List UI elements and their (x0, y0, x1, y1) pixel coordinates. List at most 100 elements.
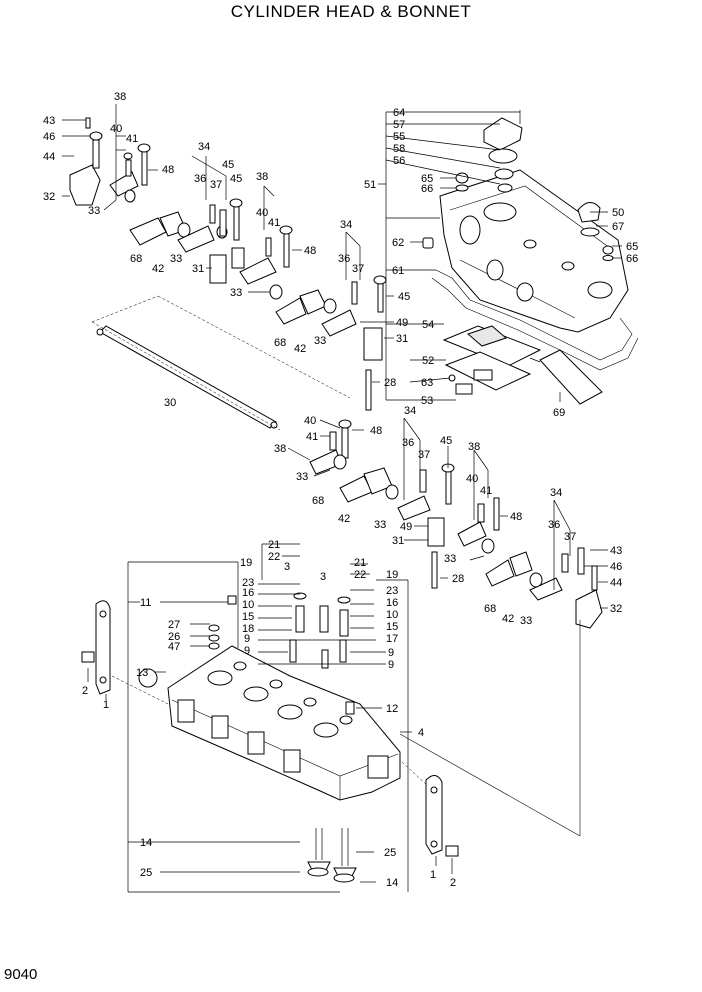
callout-48b: 48 (304, 245, 316, 257)
callout-68b: 68 (274, 337, 286, 349)
callout-68d: 68 (484, 603, 496, 615)
callout-41d: 41 (480, 485, 492, 497)
callout-34a: 34 (198, 141, 210, 153)
callout-34d: 34 (550, 487, 562, 499)
callout-36a: 36 (194, 173, 206, 185)
callout-42b: 42 (294, 343, 306, 355)
callout-49a: 49 (396, 317, 408, 329)
callout-9c: 9 (388, 647, 394, 659)
callout-22b: 22 (354, 569, 366, 581)
callout-65: 65 (421, 173, 433, 185)
callout-38b: 38 (256, 171, 268, 183)
callout-67: 67 (612, 221, 624, 233)
callout-3b: 3 (320, 571, 326, 583)
callout-21b: 21 (354, 557, 366, 569)
callout-11a: 11 (140, 597, 151, 609)
callout-62: 62 (392, 237, 404, 249)
callout-34b: 34 (340, 219, 352, 231)
callout-34c: 34 (404, 405, 416, 417)
callout-43b: 43 (610, 545, 622, 557)
callout-33c: 33 (230, 287, 242, 299)
page-number: 9040 (4, 966, 38, 983)
callout-33f: 33 (374, 519, 386, 531)
callout-42c: 42 (338, 513, 350, 525)
callout-1a: 1 (103, 699, 109, 711)
callout-64: 64 (393, 107, 405, 119)
callout-33d: 33 (314, 335, 326, 347)
callout-13: 13 (136, 667, 148, 679)
callout-36b: 36 (338, 253, 350, 265)
callout-65b: 65 (626, 241, 638, 253)
callout-14b: 14 (386, 877, 398, 889)
callout-40b: 40 (256, 207, 268, 219)
callout-10b: 10 (386, 609, 398, 621)
callout-16b: 16 (386, 597, 398, 609)
callout-23b: 23 (386, 585, 398, 597)
callout-46a: 46 (43, 131, 55, 143)
callout-45a: 45 (222, 159, 234, 171)
callout-52: 52 (422, 355, 434, 367)
callout-45b: 45 (230, 173, 242, 185)
callout-48a: 48 (162, 164, 174, 176)
rocker-group-upper (69, 117, 387, 411)
callout-36d: 36 (548, 519, 560, 531)
callout-37c: 37 (418, 449, 430, 461)
callout-31a: 31 (192, 263, 204, 275)
callout-23a: 23 (242, 577, 254, 589)
callout-18a: 18 (242, 623, 254, 635)
callout-58: 58 (393, 143, 405, 155)
callout-69: 69 (553, 407, 565, 419)
callout-10a: 10 (242, 599, 254, 611)
callout-38a: 38 (114, 91, 126, 103)
callout-19b: 19 (386, 569, 398, 581)
callout-33b: 33 (170, 253, 182, 265)
callout-50: 50 (612, 207, 624, 219)
callout-47: 47 (168, 641, 180, 653)
callout-37b: 37 (352, 263, 364, 275)
callout-27: 27 (168, 619, 180, 631)
callout-28b: 28 (452, 573, 464, 585)
callout-66: 66 (421, 183, 433, 195)
callout-38d: 38 (468, 441, 480, 453)
rocker-group-middle (309, 419, 603, 629)
callout-42d: 42 (502, 613, 514, 625)
callout-49b: 49 (400, 521, 412, 533)
bonnet-assembly (422, 110, 639, 405)
callout-1b: 1 (430, 869, 436, 881)
callout-41c: 41 (306, 431, 318, 443)
callout-33a: 33 (88, 205, 100, 217)
callout-40a: 40 (110, 123, 122, 135)
callout-32b: 32 (610, 603, 622, 615)
lifting-brackets (81, 600, 581, 857)
callout-14a: 14 (140, 837, 152, 849)
callout-4: 4 (418, 727, 424, 739)
callout-22a: 22 (268, 551, 280, 563)
callout-2a: 2 (82, 685, 88, 697)
callout-51: 51 (364, 179, 376, 191)
cylinder-head (138, 592, 401, 883)
callout-28a: 28 (384, 377, 396, 389)
callout-68a: 68 (130, 253, 142, 265)
callout-40c: 40 (304, 415, 316, 427)
callout-33h: 33 (520, 615, 532, 627)
callout-12: 12 (386, 703, 398, 715)
callout-labels: 64 57 55 58 56 51 65 66 62 61 54 52 63 5… (43, 91, 638, 889)
callout-45c: 45 (398, 291, 410, 303)
callout-30: 30 (164, 397, 176, 409)
callout-56: 56 (393, 155, 405, 167)
callout-9a: 9 (244, 633, 250, 645)
callout-48c: 48 (370, 425, 382, 437)
callout-33g: 33 (444, 553, 456, 565)
callout-42a: 42 (152, 263, 164, 275)
callout-44b: 44 (610, 577, 622, 589)
callout-53: 53 (421, 395, 433, 407)
callout-9d: 9 (388, 659, 394, 671)
callout-57: 57 (393, 119, 405, 131)
callout-41b: 41 (268, 217, 280, 229)
callout-26: 26 (168, 631, 180, 643)
page-title: CYLINDER HEAD & BONNET (230, 2, 472, 21)
callout-66b: 66 (626, 253, 638, 265)
callout-25b: 25 (384, 847, 396, 859)
callout-15a: 15 (242, 611, 254, 623)
callout-17: 17 (386, 633, 398, 645)
